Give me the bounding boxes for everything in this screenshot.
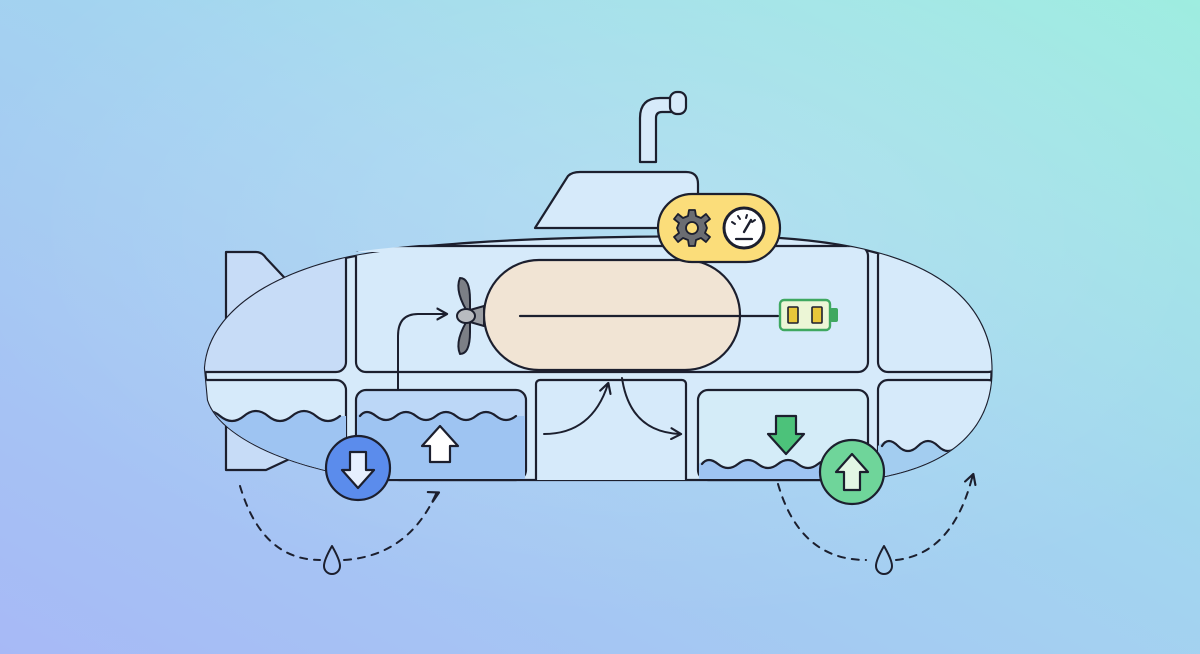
gear-icon [673, 209, 711, 247]
conning-tower [533, 170, 700, 230]
flow-arrow-down [621, 377, 683, 441]
speedometer-icon [722, 206, 766, 250]
water-drop-icon [323, 545, 341, 575]
water-cycle-right [777, 477, 973, 561]
ballast-tank-left [354, 388, 528, 482]
propeller-icon [456, 277, 485, 355]
flow-arrow-up [543, 381, 612, 435]
water-tail-surface [205, 409, 342, 423]
control-panel [656, 192, 782, 264]
periscope-icon [638, 90, 688, 164]
arrow-up-icon [420, 424, 460, 464]
water-tank-left-surface [358, 410, 518, 422]
compartment-middle-lower [534, 378, 688, 480]
arrow-down-icon [766, 414, 806, 456]
periscope-lens [668, 90, 688, 116]
release-badge [818, 438, 886, 506]
intake-badge [324, 434, 392, 502]
battery-icon [778, 298, 838, 332]
water-cycle-left [239, 485, 437, 561]
arrow-up-icon [834, 452, 870, 492]
flow-arrow-to-cylinder [397, 307, 449, 391]
water-cycle-left-head [426, 490, 441, 503]
arrow-down-icon [340, 450, 376, 490]
water-drop-icon [875, 545, 893, 575]
water-cycle-right-head [964, 472, 977, 487]
